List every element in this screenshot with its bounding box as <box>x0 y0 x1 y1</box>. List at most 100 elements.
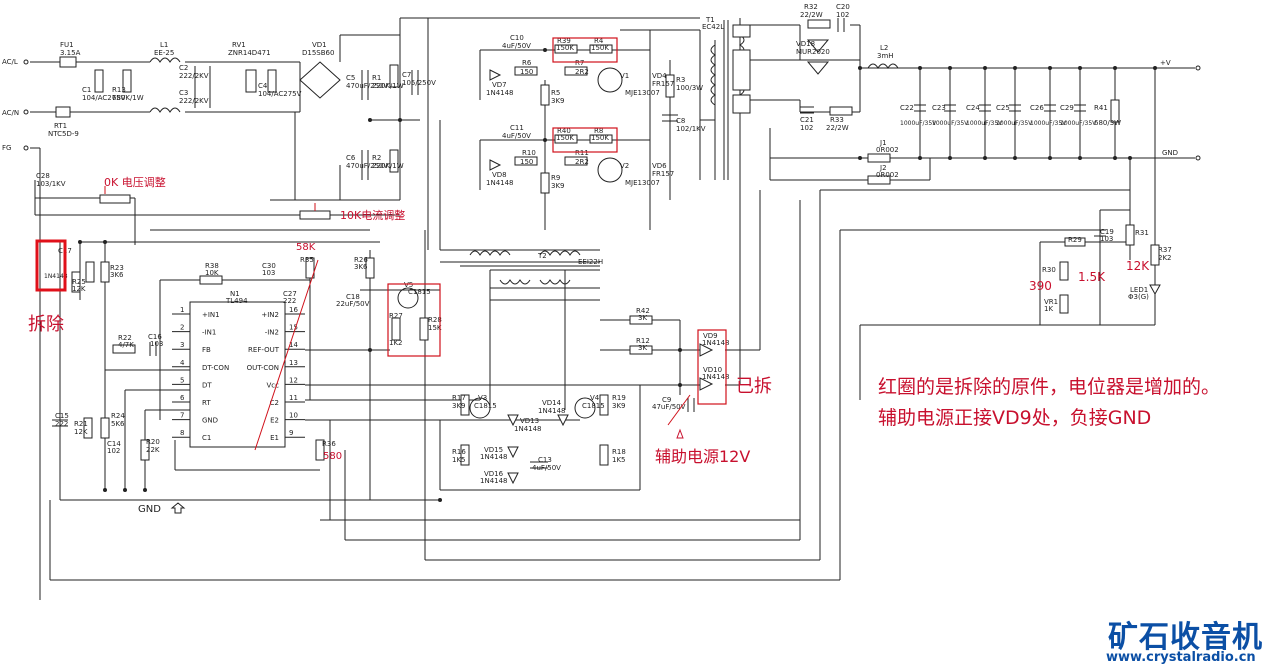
r23-ref: R23 <box>110 264 124 272</box>
vd9-ref: VD9 <box>703 332 718 340</box>
r3-ref: R3 <box>676 76 685 84</box>
vd6-ref: VD6 <box>652 162 667 170</box>
r6-val: 150 <box>520 68 533 76</box>
v4-ref: V4 <box>590 394 600 402</box>
c15-ref: C15 <box>55 412 69 420</box>
r36-ref: R36 <box>322 440 336 448</box>
ic-pin-number: 16 <box>289 306 298 314</box>
ic-pin-name: DT-CON <box>202 364 229 372</box>
r35-ref: R35 <box>300 256 314 264</box>
rv1-ref: RV1 <box>232 41 246 49</box>
t2-ref: T2 <box>537 252 547 260</box>
r11-val: 2R2 <box>575 158 589 166</box>
removed-right-label: 已拆 <box>736 376 772 397</box>
r16-ref: R16 <box>452 448 466 456</box>
j2-val: 0R002 <box>876 171 899 179</box>
voltage-pot-label: 0K 电压调整 <box>104 175 166 189</box>
r41-val: 680/3W <box>1094 119 1121 127</box>
r38-val: 10K <box>205 269 219 277</box>
c15-val: 222 <box>55 420 68 428</box>
r33-ref: R33 <box>830 116 844 124</box>
ic-pin-name: E1 <box>270 434 279 442</box>
vd13-val: 1N4148 <box>514 425 542 433</box>
ic-pin-number: 14 <box>289 341 298 349</box>
r4-ref: R4 <box>594 37 604 45</box>
vd17-val: 1N4148 <box>44 273 68 280</box>
r19-ref: R19 <box>612 394 626 402</box>
terminal-gnd-out: GND <box>1162 149 1178 157</box>
vd4-val: FR157 <box>652 80 674 88</box>
v1-val: MJE13007 <box>625 89 660 97</box>
r41-ref: R41 <box>1094 104 1108 112</box>
c14-ref: C14 <box>107 440 121 448</box>
r30-value-label: 390 <box>1029 279 1052 293</box>
r13-val: 680K/1W <box>112 94 144 102</box>
terminal-gnd-bottom: GND <box>138 504 161 515</box>
vd7-val: 1N4148 <box>486 89 514 97</box>
red-annotations: 0K 电压调整 10K电流调整 58K 580 拆除 已拆 辅助电源12V 12… <box>28 37 1150 466</box>
c23-val: 1000uF/35V <box>932 120 969 127</box>
r29-ref: R29 <box>1068 236 1082 244</box>
c25-ref: C25 <box>996 104 1010 112</box>
vd4-ref: VD4 <box>652 72 667 80</box>
ic-pin-name: OUT-CON <box>247 364 279 372</box>
r26-ref: R26 <box>354 256 368 264</box>
removed-part-highlight-left <box>35 239 67 292</box>
c11-val: 4uF/50V <box>502 132 531 140</box>
c16-val: 103 <box>150 340 163 348</box>
c6-val: 470uF/250V <box>346 162 389 170</box>
r28-ref: R28 <box>428 316 442 324</box>
c13-ref: C13 <box>538 456 552 464</box>
component-labels: FU1 3.15A L1 EE-25 RV1 ZNR14D471 VD1 D15… <box>36 3 1172 485</box>
t2-val: EEI22H <box>578 258 603 266</box>
j1-val: 0R002 <box>876 146 899 154</box>
ic-pin-number: 10 <box>289 412 298 420</box>
vd16-ref: VD16 <box>484 470 504 478</box>
l1-val: EE-25 <box>154 49 174 57</box>
r4-val: 150K <box>591 44 609 52</box>
ic-pin-name: FB <box>202 346 211 354</box>
vd10-ref: VD10 <box>703 366 722 374</box>
v5-val: C1815 <box>408 288 431 296</box>
ic-pin-name: -IN1 <box>202 329 216 337</box>
c2-ref: C2 <box>179 64 188 72</box>
c20-ref: C20 <box>836 3 850 11</box>
c1-val: 104/AC275V <box>82 94 126 102</box>
aux-leader <box>667 394 691 426</box>
vr1-val: 1K <box>1044 305 1053 313</box>
r27-val: 1K2 <box>389 339 403 347</box>
r25-ref: R25 <box>72 278 86 286</box>
r31-value-label: 1.5K <box>1078 270 1106 284</box>
r2-ref: R2 <box>372 154 381 162</box>
terminals: AC/L AC/N FG +V GND GND <box>2 58 1201 515</box>
c5-val: 470uF/250V <box>346 82 389 90</box>
c3-ref: C3 <box>179 89 188 97</box>
r18-ref: R18 <box>612 448 626 456</box>
r32-val: 22/2W <box>800 11 823 19</box>
ic-pin-name: REF-OUT <box>248 346 280 354</box>
c1-ref: C1 <box>82 86 91 94</box>
c9-val: 47uF/50V <box>652 403 686 411</box>
led1-val: Φ3(G) <box>1128 293 1149 301</box>
r25-val: 12K <box>72 285 86 293</box>
c23-ref: C23 <box>932 104 946 112</box>
c13-val: 4uF/50V <box>532 464 561 472</box>
ac-l-terminal-icon <box>23 59 29 65</box>
ac-n-terminal-icon <box>23 109 29 115</box>
ic-pin-name: -IN2 <box>265 329 279 337</box>
rt1-val: NTC5D-9 <box>48 130 79 138</box>
r6-ref: R6 <box>522 59 532 67</box>
ic-pin-name: GND <box>202 417 218 425</box>
r33-val: 22/2W <box>826 124 849 132</box>
fu1-val: 3.15A <box>60 49 81 57</box>
r5-ref: R5 <box>551 89 560 97</box>
ic-pin-number: 3 <box>180 341 184 349</box>
r20-ref: R20 <box>146 438 160 446</box>
vd16-val: 1N4148 <box>480 477 508 485</box>
terminal-fg: FG <box>2 144 11 152</box>
r21-ref: R21 <box>74 420 88 428</box>
r27-ref: R27 <box>389 312 403 320</box>
r10-ref: R10 <box>522 149 536 157</box>
r3-val: 100/3W <box>676 84 703 92</box>
r37-val: 2K2 <box>1158 254 1172 262</box>
